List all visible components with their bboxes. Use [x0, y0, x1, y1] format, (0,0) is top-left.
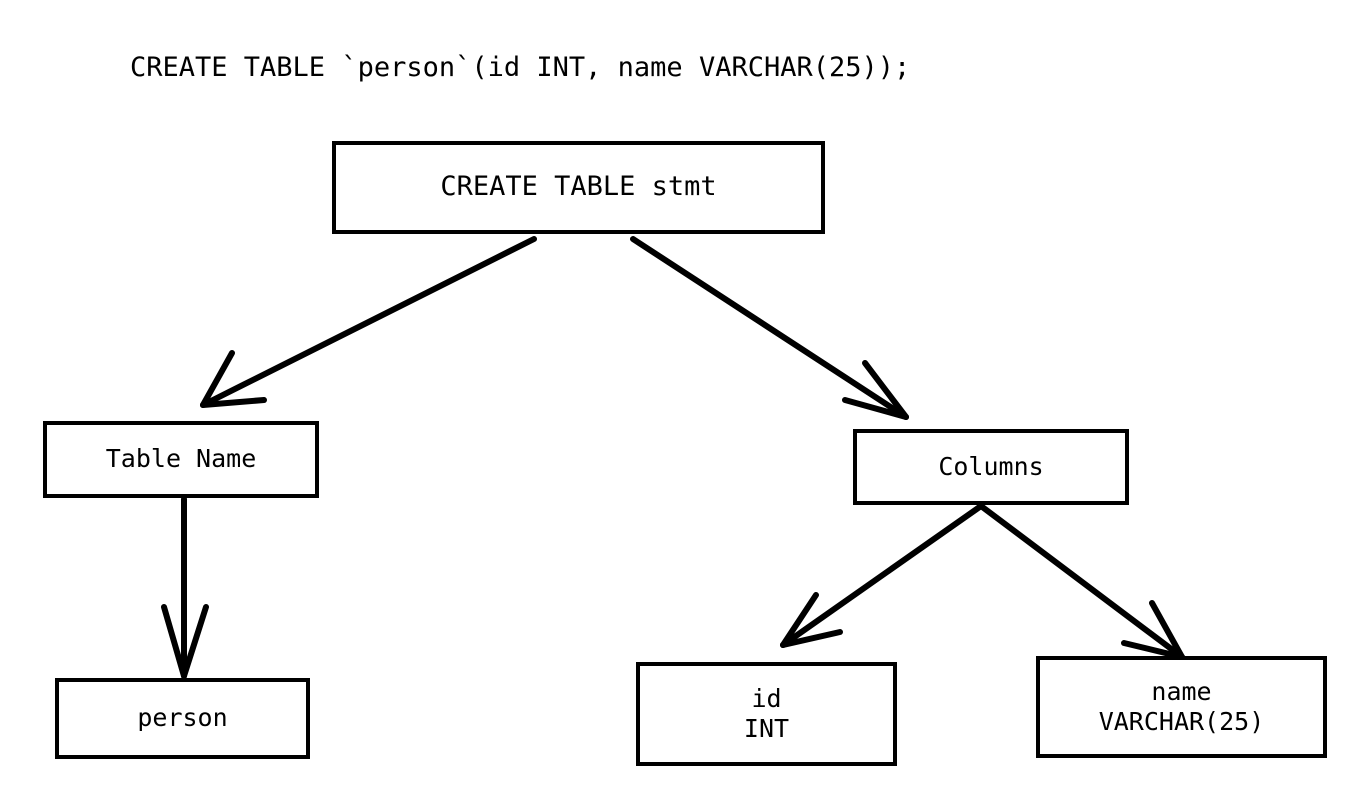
edge-table-name-to-person [161, 496, 209, 679]
node-column-name[interactable]: name VARCHAR(25) [1036, 656, 1327, 758]
node-person-label: person [137, 703, 228, 733]
node-table-name[interactable]: Table Name [43, 421, 319, 498]
edge-columns-to-col-name [978, 503, 1185, 660]
edge-root-to-table-name [200, 236, 537, 408]
node-columns-label: Columns [938, 451, 1044, 481]
node-column-id[interactable]: id INT [636, 662, 897, 766]
node-create-table-stmt[interactable]: CREATE TABLE stmt [332, 141, 825, 234]
node-column-name-name: name [1151, 676, 1212, 706]
node-table-name-label: Table Name [105, 444, 257, 474]
node-column-name-type: VARCHAR(25) [1098, 707, 1265, 736]
edge-root-to-columns [630, 236, 909, 420]
node-column-id-name: id [751, 683, 782, 713]
node-column-id-type: INT [743, 714, 790, 743]
sql-statement-caption: CREATE TABLE `person`(id INT, name VARCH… [130, 52, 911, 83]
node-root-label: CREATE TABLE stmt [440, 171, 717, 203]
node-person[interactable]: person [55, 678, 310, 759]
edge-columns-to-col-id [780, 503, 984, 648]
node-columns[interactable]: Columns [853, 429, 1129, 505]
